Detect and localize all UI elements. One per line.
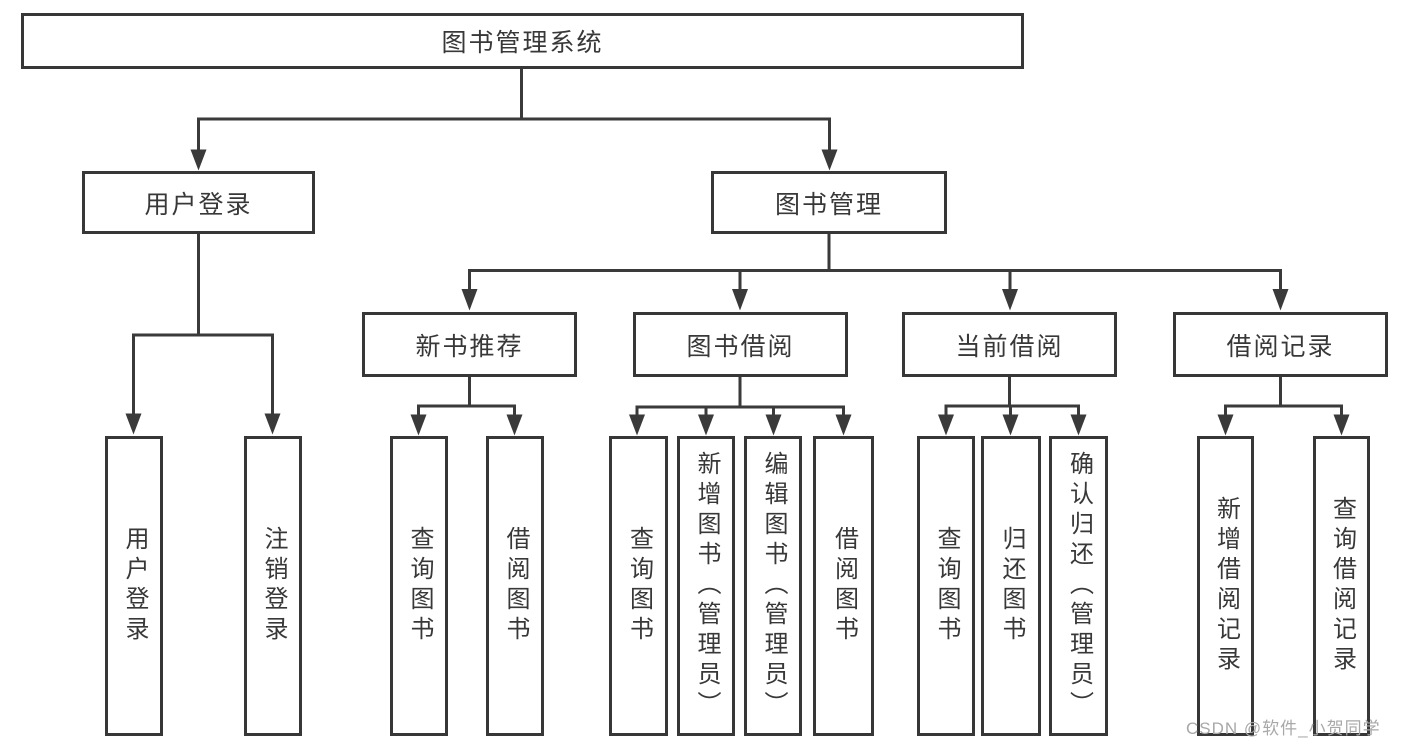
node-leaf-return-books: 归还图书 (981, 436, 1041, 736)
watermark: CSDN @软件_小贺同学 (1186, 719, 1381, 738)
leaf-label: 借阅图书 (502, 526, 529, 646)
node-borrow-records: 借阅记录 (1173, 312, 1388, 377)
node-leaf-edit-books-admin: 编辑图书（管理员） (744, 436, 802, 736)
node-user-login: 用户登录 (82, 171, 315, 234)
node-root-library-system: 图书管理系统 (21, 13, 1024, 69)
leaf-label: 用户登录 (121, 526, 148, 646)
node-leaf-confirm-return-admin: 确认归还（管理员） (1049, 436, 1108, 736)
leaf-label: 确认归还（管理员） (1065, 451, 1093, 721)
node-book-borrow: 图书借阅 (633, 312, 848, 377)
leaf-label: 归还图书 (998, 526, 1025, 646)
leaf-label: 查询图书 (625, 526, 653, 646)
node-leaf-query-books-1: 查询图书 (390, 436, 448, 736)
leaf-label: 查询借阅记录 (1328, 496, 1356, 676)
node-leaf-query-books-3: 查询图书 (917, 436, 975, 736)
leaf-label: 新增借阅记录 (1212, 496, 1240, 676)
node-leaf-query-books-2: 查询图书 (609, 436, 668, 736)
leaf-label: 编辑图书（管理员） (760, 451, 787, 721)
node-leaf-borrow-books-2: 借阅图书 (813, 436, 874, 736)
node-leaf-logout: 注销登录 (244, 436, 302, 736)
node-leaf-add-books-admin: 新增图书（管理员） (677, 436, 735, 736)
node-book-management: 图书管理 (711, 171, 947, 234)
node-leaf-borrow-books-1: 借阅图书 (486, 436, 544, 736)
leaf-label: 查询图书 (406, 526, 433, 646)
node-leaf-user-login: 用户登录 (105, 436, 163, 736)
leaf-label: 新增图书（管理员） (693, 451, 720, 721)
leaf-label: 注销登录 (260, 526, 287, 646)
node-new-book-recommend: 新书推荐 (362, 312, 577, 377)
node-current-borrow: 当前借阅 (902, 312, 1117, 377)
arrowheads (125, 149, 1350, 436)
node-leaf-add-borrow-record: 新增借阅记录 (1197, 436, 1254, 736)
node-leaf-query-borrow-record: 查询借阅记录 (1313, 436, 1370, 736)
leaf-label: 查询图书 (933, 526, 960, 646)
leaf-label: 借阅图书 (830, 526, 858, 646)
